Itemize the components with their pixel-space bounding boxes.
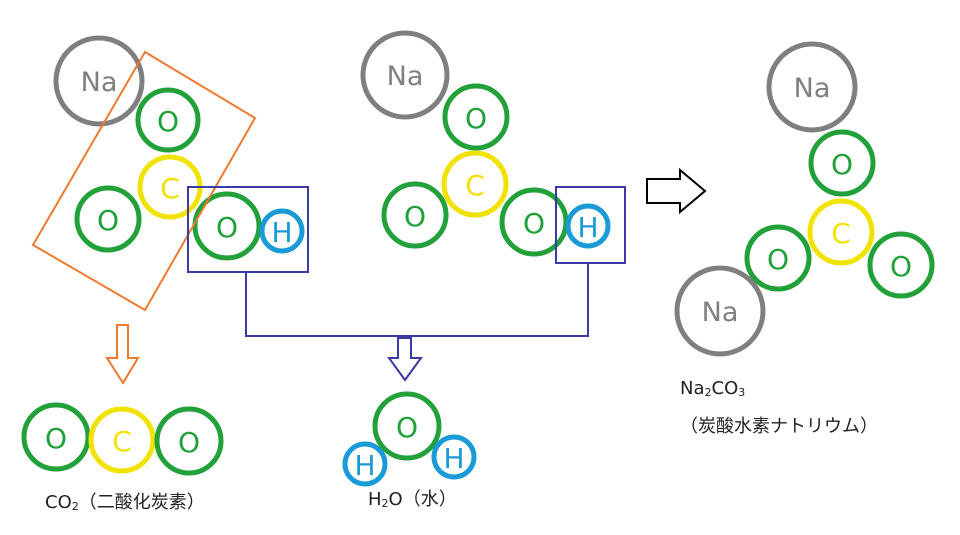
svg-text:C: C (160, 172, 180, 205)
svg-text:O: O (523, 207, 545, 240)
atom-na: Na (53, 35, 145, 127)
svg-text:O: O (396, 411, 418, 444)
atom-o: O (21, 402, 91, 472)
water-down-arrow (387, 337, 423, 382)
atom-o: O (372, 391, 442, 461)
atom-o: O (442, 83, 510, 151)
atom-o: O (867, 231, 935, 299)
co2-caption: CO2（二酸化炭素） (45, 492, 205, 513)
svg-text:O: O (45, 422, 67, 455)
svg-text:C: C (831, 217, 851, 250)
h2o-caption: H2O（水） (368, 489, 457, 510)
atom-h: H (259, 208, 305, 254)
svg-text:H: H (577, 211, 598, 244)
svg-text:Na: Na (794, 73, 831, 104)
atom-h: H (565, 203, 611, 249)
atom-na: Na (674, 265, 766, 357)
atom-o: O (192, 191, 262, 261)
molecule-co2: O C O (21, 402, 224, 476)
molecule-middle: Na O C O O H (360, 30, 611, 257)
svg-text:O: O (404, 200, 426, 233)
atom-na: Na (360, 30, 450, 120)
na2co3-formula: Na2CO3 (680, 378, 745, 399)
svg-text:O: O (157, 105, 179, 138)
na2co3-name: （炭酸水素ナトリウム） (680, 416, 878, 437)
h-highlight-box-right (555, 186, 626, 264)
atom-o: O (154, 406, 224, 476)
svg-text:H: H (443, 442, 464, 475)
svg-text:Na: Na (81, 67, 118, 98)
reaction-right-arrow (646, 167, 707, 215)
svg-text:Na: Na (387, 61, 424, 92)
co2-down-arrow (105, 324, 140, 385)
atom-na: Na (766, 41, 858, 133)
svg-text:O: O (831, 148, 853, 181)
atom-o: O (808, 129, 876, 197)
svg-text:O: O (216, 211, 238, 244)
svg-text:H: H (354, 449, 375, 482)
atom-o: O (135, 87, 201, 153)
atom-h: H (431, 434, 477, 480)
atom-c: C (441, 150, 509, 218)
svg-text:O: O (97, 204, 119, 237)
molecule-h2o: O H H (342, 391, 477, 487)
svg-text:C: C (465, 169, 485, 202)
atom-o: O (744, 224, 812, 292)
svg-text:H: H (271, 216, 292, 249)
svg-text:O: O (465, 102, 487, 135)
atom-h: H (342, 441, 388, 487)
atom-o: O (74, 185, 142, 253)
atom-c: C (88, 406, 156, 474)
water-connector (245, 263, 589, 337)
co2-highlight-box (31, 50, 257, 312)
svg-text:O: O (890, 250, 912, 283)
molecule-left: Na O C O O H (53, 35, 305, 261)
svg-text:O: O (767, 243, 789, 276)
molecule-na2co3: Na O C O O Na (674, 41, 935, 357)
oh-highlight-box-left (187, 186, 309, 273)
svg-text:C: C (112, 425, 132, 458)
atom-o: O (381, 181, 449, 249)
svg-text:Na: Na (702, 297, 739, 328)
atom-c: C (807, 198, 875, 266)
svg-text:O: O (178, 426, 200, 459)
